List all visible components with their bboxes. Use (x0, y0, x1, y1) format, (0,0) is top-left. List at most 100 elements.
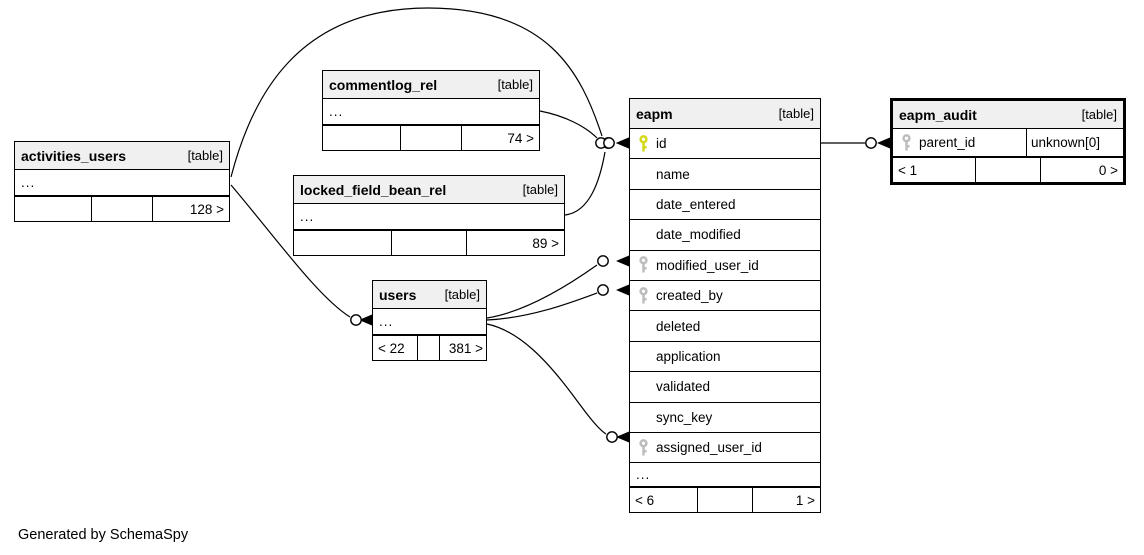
table-header[interactable]: users [table] (373, 281, 486, 309)
column-row-name: name (630, 159, 820, 190)
degree-cell: 0 > (1040, 158, 1123, 182)
zero-or-one-circle-icon (350, 314, 362, 326)
table-header[interactable]: locked_field_bean_rel [table] (294, 176, 564, 204)
column-name: deleted (656, 318, 701, 334)
degree-cell: < 6 (635, 492, 655, 508)
column-name: created_by (656, 288, 723, 304)
degree-cell: < 1 (898, 162, 918, 178)
table-header[interactable]: activities_users [table] (15, 142, 229, 170)
table-header[interactable]: eapm_audit [table] (893, 101, 1123, 129)
column-name: id (656, 136, 667, 152)
table-header[interactable]: eapm [table] (630, 99, 820, 129)
table-type-label: [table] (444, 287, 480, 302)
arrowhead-icon (616, 137, 629, 149)
more-columns-ellipsis: ... (373, 309, 486, 335)
column-name: parent_id (919, 135, 976, 150)
table-type-label: [table] (497, 77, 533, 92)
degree-cell (91, 197, 152, 221)
table-type-label: [table] (778, 106, 814, 121)
relationship-users-eapm-created_by (486, 284, 629, 321)
key-icon-box (630, 134, 656, 153)
table-degree-footer: < 22 381 > (373, 335, 486, 360)
table-type-label: [table] (187, 148, 223, 163)
degree-cell: 381 > (439, 336, 486, 360)
table-degree-footer: 74 > (323, 125, 539, 150)
table-title[interactable]: eapm_audit (899, 106, 977, 123)
degree-cell: 1 > (751, 488, 820, 513)
key-icon-box (893, 133, 919, 152)
more-columns-ellipsis: ... (294, 204, 564, 230)
table-commentlog_rel[interactable]: commentlog_rel[table]...74 > (322, 70, 540, 151)
key-icon-box (630, 438, 656, 457)
degree-cell: 74 > (461, 126, 539, 150)
column-name: assigned_user_id (656, 440, 762, 456)
foreign-key-icon (638, 286, 648, 304)
zero-or-one-circle-icon (597, 255, 609, 267)
column-name: application (656, 348, 721, 364)
table-users[interactable]: users [table]... < 22 381 > (372, 280, 487, 361)
degree-cell (975, 158, 1040, 182)
degree-cell: < 22 (378, 340, 405, 356)
column-name: date_modified (656, 227, 741, 243)
column-row-deleted: deleted (630, 311, 820, 342)
column-name: modified_user_id (656, 257, 759, 273)
relationship-eapm-eapm_audit (821, 137, 890, 149)
column-row-date_entered: date_entered (630, 189, 820, 221)
relationship-activities_users-users (230, 184, 372, 326)
table-activities_users[interactable]: activities_users [table]...128 > (14, 141, 230, 222)
arrowhead-icon (616, 431, 629, 443)
table-eapm[interactable]: eapm [table] id name date_entered date_modifi… (629, 98, 821, 514)
generated-by-note: Generated by SchemaSpy (18, 527, 189, 543)
more-columns-ellipsis: ... (15, 170, 229, 196)
degree-cell (399, 126, 461, 150)
primary-key-icon (638, 134, 648, 152)
more-columns-ellipsis: ... (630, 463, 820, 488)
table-degree-footer: < 1 0 > (893, 157, 1123, 182)
table-type-label: [table] (522, 182, 558, 197)
arrowhead-icon (877, 137, 890, 149)
arrowhead-icon (616, 284, 629, 296)
zero-or-one-circle-icon (865, 137, 877, 149)
degree-cell (15, 197, 91, 221)
degree-cell (390, 231, 467, 255)
column-name: validated (656, 379, 711, 395)
table-type-label: [table] (1081, 107, 1117, 122)
zero-or-one-circle-icon (606, 431, 618, 443)
key-icon-box (630, 286, 656, 305)
foreign-key-icon (638, 438, 648, 456)
table-degree-footer: < 6 1 > (630, 487, 820, 513)
column-row-sync_key: sync_key (630, 402, 820, 433)
relationship-users-eapm-assigned_user_id (486, 323, 629, 443)
column-row-id: id (630, 129, 820, 160)
column-row-date_modified: date_modified (630, 220, 820, 251)
relationship-locked_field_bean_rel-eapm (564, 137, 629, 216)
key-icon-box (630, 256, 656, 274)
table-title[interactable]: locked_field_bean_rel (300, 181, 447, 198)
column-row-modified_user_id: modified_user_id (630, 250, 820, 281)
foreign-key-icon (638, 256, 648, 273)
arrowhead-icon (616, 255, 629, 267)
table-header[interactable]: commentlog_rel [table] (323, 71, 539, 99)
column-row-validated: validated (630, 372, 820, 403)
table-degree-footer: 89 > (294, 230, 564, 255)
relationship-commentlog_rel-eapm (539, 110, 629, 149)
table-title[interactable]: commentlog_rel (329, 76, 438, 93)
table-title[interactable]: users (379, 286, 417, 303)
table-title[interactable]: eapm (636, 105, 673, 122)
zero-or-one-circle-icon (603, 137, 615, 149)
table-degree-footer: 128 > (15, 196, 229, 221)
table-locked_field_bean_rel[interactable]: locked_field_bean_rel [table]...89 > (293, 175, 565, 256)
column-name: date_entered (656, 196, 736, 212)
column-row-created_by: created_by (630, 280, 820, 312)
table-title[interactable]: activities_users (21, 147, 127, 164)
column-row-assigned_user_id: assigned_user_id (630, 432, 820, 464)
degree-cell (697, 488, 751, 513)
degree-cell: 128 > (151, 197, 229, 221)
arrowhead-icon (359, 314, 372, 326)
column-name: name (656, 166, 690, 182)
zero-or-one-circle-icon (597, 284, 609, 296)
relationship-users-eapm-modified_user_id (486, 255, 629, 319)
